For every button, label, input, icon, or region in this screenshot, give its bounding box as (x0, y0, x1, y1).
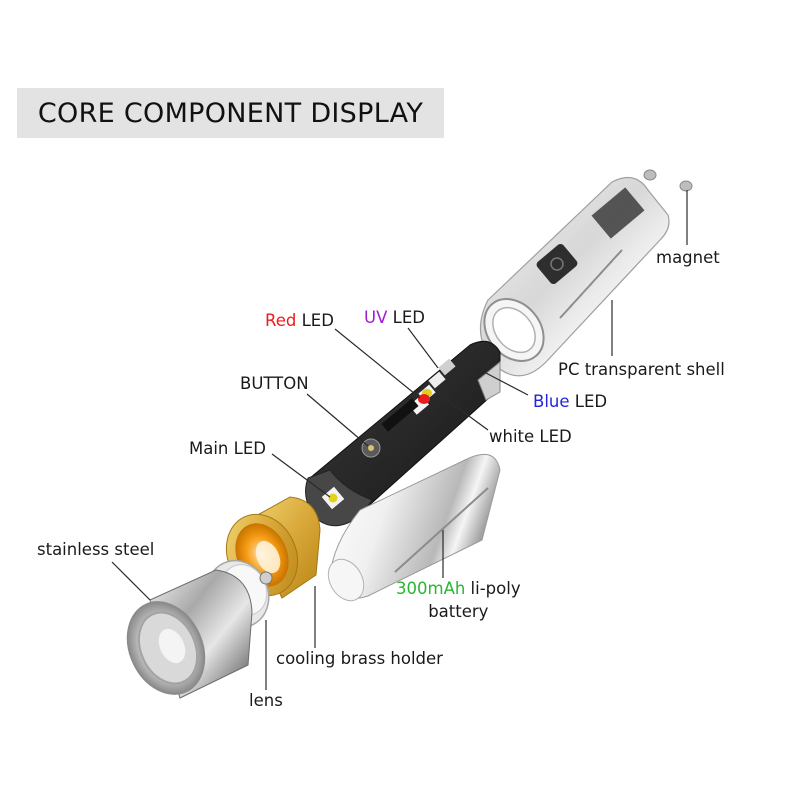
transparent-shell-icon (479, 176, 670, 377)
battery-type: li-poly (465, 579, 521, 598)
label-lens: lens (249, 691, 283, 710)
label-button: BUTTON (240, 374, 309, 393)
label-pc-transparent-shell: PC transparent shell (558, 360, 725, 379)
uv-word: UV (364, 308, 388, 327)
battery-capacity: 300mAh (396, 579, 466, 598)
battery-icon (327, 453, 501, 602)
label-stainless-steel: stainless steel (37, 540, 155, 559)
label-blue-led: Blue LED (533, 392, 608, 411)
leader-button (306, 393, 369, 447)
led-word: LED (296, 311, 334, 330)
led-word: LED (387, 308, 425, 327)
battery-word: battery (428, 601, 489, 621)
leader-stainless-steel (111, 561, 151, 601)
label-uv-led: UV LED (364, 308, 425, 327)
label-red-led: Red LED (265, 311, 334, 330)
label-cooling-brass-holder: cooling brass holder (276, 649, 443, 668)
label-magnet: magnet (656, 248, 720, 267)
circuit-board-icon (305, 340, 501, 527)
leader-white-led (435, 391, 489, 431)
magnet-icon (643, 169, 693, 192)
leader-blue-led (483, 371, 529, 396)
label-main-led: Main LED (189, 439, 266, 458)
red-word: Red (265, 311, 297, 330)
leader-lines (111, 190, 688, 690)
stainless-steel-head-icon (126, 569, 253, 699)
label-battery: 300mAh li-poly battery (396, 579, 521, 621)
blue-word: Blue (533, 392, 570, 411)
leader-main-led (271, 453, 331, 498)
page-title: CORE COMPONENT DISPLAY (37, 97, 424, 129)
led-word: LED (569, 392, 608, 411)
leader-red-led (334, 328, 421, 399)
title-banner: CORE COMPONENT DISPLAY (17, 88, 444, 138)
leader-uv-led (407, 327, 439, 369)
label-white-led: white LED (489, 427, 572, 446)
